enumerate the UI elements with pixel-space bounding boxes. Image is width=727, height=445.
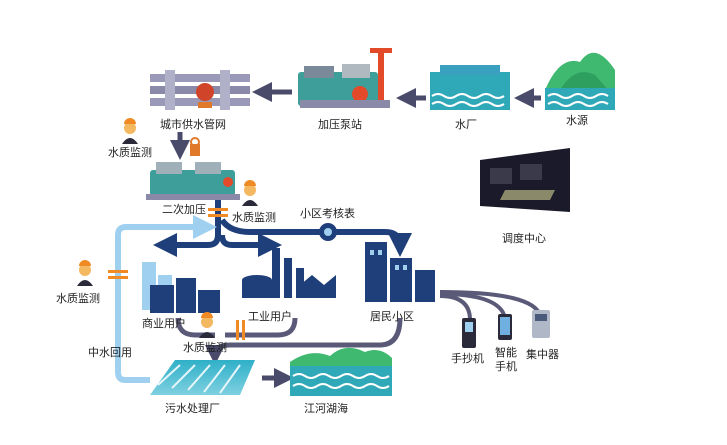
water-plant-icon	[430, 65, 510, 110]
concentrator-icon	[532, 310, 550, 338]
industrial-building-icon	[242, 248, 336, 298]
label-water-quality-monitor: 水质监测	[56, 292, 100, 305]
data-link	[439, 292, 507, 319]
city-pipe-network-icon	[150, 70, 250, 110]
pipe-joint	[236, 320, 239, 340]
label-concentrator: 集中器	[526, 348, 559, 361]
label-reclaimed-water: 中水回用	[88, 346, 132, 359]
pipe-joint	[208, 214, 228, 217]
pipe-joint	[242, 320, 245, 340]
sewage-pipe	[205, 317, 403, 365]
inspector-icon	[122, 118, 138, 144]
commercial-building-icon	[142, 262, 220, 313]
smartphone-icon	[498, 314, 512, 340]
label-handheld-reader: 手抄机	[451, 352, 484, 365]
label-city-network: 城市供水管网	[160, 118, 226, 131]
label-water-source: 水源	[566, 114, 588, 127]
residential-building-icon	[365, 242, 435, 302]
supply-pipe	[219, 233, 282, 257]
label-water-quality-monitor: 水质监测	[183, 341, 227, 354]
handheld-reader-icon	[462, 318, 476, 348]
sewage-plant-icon	[150, 360, 255, 395]
label-water-plant: 水厂	[455, 118, 477, 131]
label-sewage-plant: 污水处理厂	[165, 402, 220, 415]
supply-pipe	[219, 218, 412, 257]
inspector-icon	[199, 312, 215, 338]
label-water-quality-monitor: 水质监测	[108, 146, 152, 159]
data-link	[439, 294, 472, 321]
label-commercial-user: 商业用户	[142, 317, 186, 330]
label-dispatch-center: 调度中心	[502, 232, 546, 245]
supply-pipe	[153, 200, 221, 257]
label-residential-area: 居民小区	[370, 310, 414, 323]
label-district-meter: 小区考核表	[300, 207, 355, 220]
district-meter-icon	[319, 223, 337, 241]
label-smartphone-line1: 智能	[495, 346, 517, 359]
pipe-joint	[208, 208, 228, 211]
label-rivers-lakes: 江河湖海	[304, 402, 348, 415]
label-booster-station: 加压泵站	[318, 118, 362, 131]
reclaimed-water-pipe	[115, 215, 217, 383]
secondary-boost-icon	[146, 162, 240, 200]
inspector-icon	[77, 260, 93, 286]
label-smartphone-line2: 手机	[495, 360, 517, 373]
pipe-joint	[108, 276, 128, 279]
dispatch-center-icon	[480, 148, 570, 212]
water-source-icon	[545, 52, 615, 110]
label-secondary-boost: 二次加压	[162, 203, 206, 216]
rivers-lakes-icon	[290, 347, 392, 396]
booster-pump-icon	[298, 48, 392, 108]
valve-icon	[190, 137, 200, 156]
sewage-pipe	[225, 317, 298, 338]
sewage-pipe	[175, 317, 215, 338]
label-water-quality-monitor: 水质监测	[232, 211, 276, 224]
pipe-joint	[108, 270, 128, 273]
inspector-icon	[242, 180, 258, 206]
label-industrial-user: 工业用户	[248, 310, 292, 323]
